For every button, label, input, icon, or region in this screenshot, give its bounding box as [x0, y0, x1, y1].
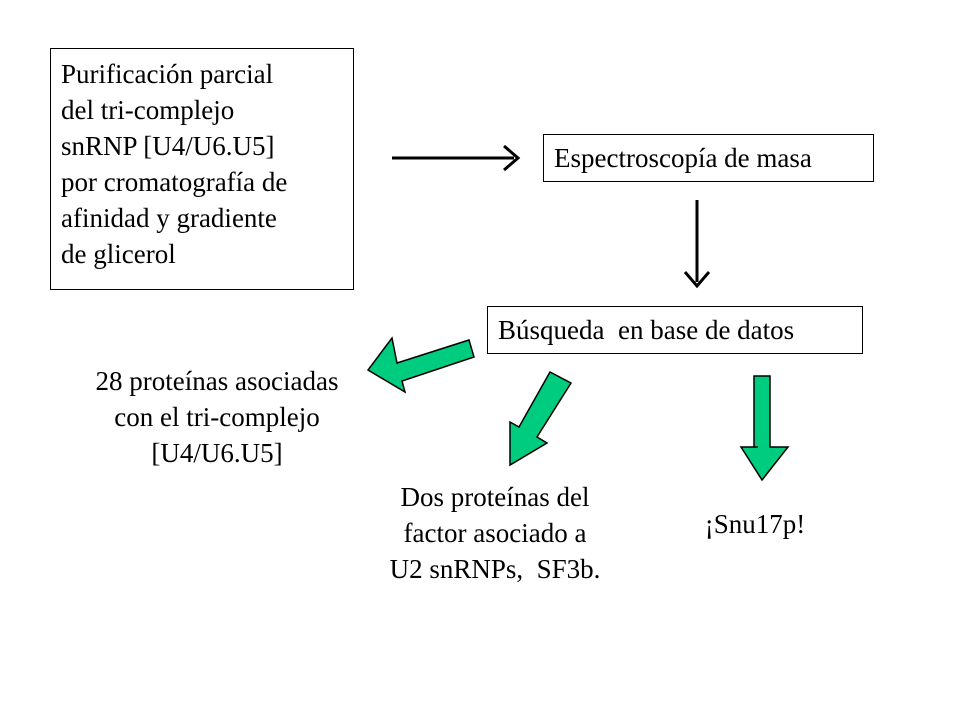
green-arrow-to-associated-proteins — [366, 336, 475, 394]
arrow-to-spectroscopy — [392, 144, 521, 172]
database-box: Búsqueda en base de datos — [487, 306, 863, 354]
snu17p-text: ¡Snu17p! — [680, 507, 830, 543]
snu17p-label: ¡Snu17p! — [704, 509, 806, 539]
green-arrow-to-sf3b — [509, 370, 573, 467]
purification-line: snRNP [U4/U6.U5] — [61, 130, 275, 161]
green-arrow-to-snu17p — [739, 375, 790, 482]
arrow-to-database — [683, 200, 711, 289]
purification-line: del tri-complejo — [61, 94, 235, 125]
spectroscopy-label: Espectroscopía de masa — [554, 143, 812, 173]
purification-line: Purificación parcial — [61, 59, 274, 89]
sf3b-line: Dos proteínas del — [400, 482, 590, 512]
associated-proteins-text: 28 proteínas asociadas con el tri-comple… — [62, 364, 372, 472]
purification-line: por cromatografía de — [61, 166, 288, 197]
sf3b-line: factor asociado a — [403, 517, 587, 548]
sf3b-text: Dos proteínas del factor asociado a U2 s… — [340, 480, 650, 588]
associated-proteins-line: 28 proteínas asociadas — [95, 366, 339, 396]
associated-proteins-line: con el tri-complejo — [114, 401, 320, 432]
purification-line: de glicerol — [61, 238, 176, 269]
purification-box: Purificación parcial del tri-complejo sn… — [50, 48, 354, 290]
purification-line: afinidad y gradiente — [61, 202, 277, 233]
sf3b-line: U2 snRNPs, SF3b. — [389, 553, 601, 584]
associated-proteins-line: [U4/U6.U5] — [151, 437, 283, 468]
database-label: Búsqueda en base de datos — [498, 315, 795, 345]
spectroscopy-box: Espectroscopía de masa — [543, 134, 874, 182]
